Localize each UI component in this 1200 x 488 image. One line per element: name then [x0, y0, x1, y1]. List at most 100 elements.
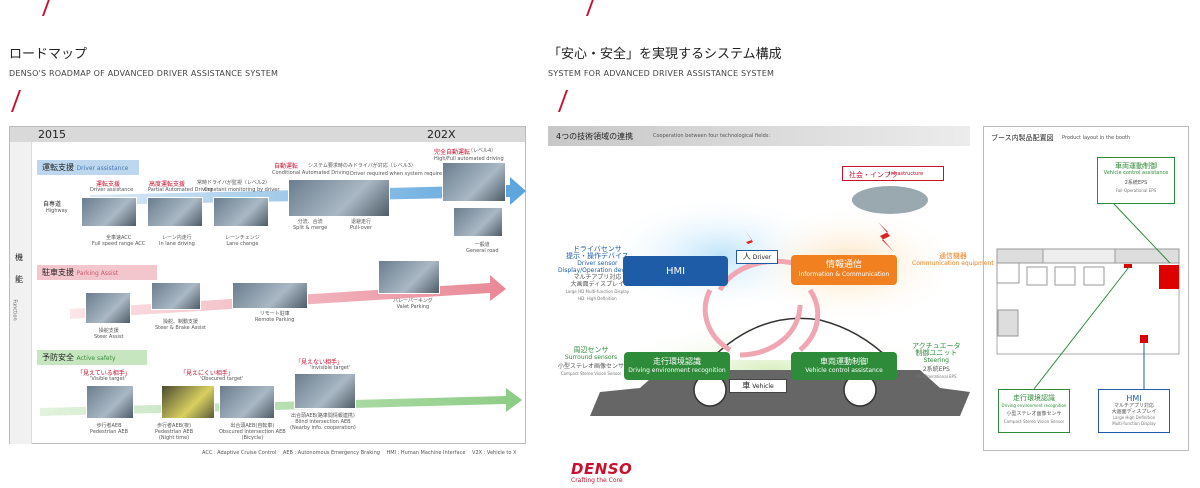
function-label-en: Function [11, 299, 18, 321]
highway-label: 自専道 [43, 201, 62, 208]
scene-image [161, 385, 215, 419]
level-cad-note-en: Driver required when system requires [350, 171, 445, 177]
section-jp: 予防安全 [42, 353, 74, 362]
scene-image [147, 197, 203, 227]
accent-slash [41, 0, 53, 16]
booth-title-en: Product layout in the booth [1062, 135, 1131, 141]
system-subtitle: SYSTEM FOR ADVANCED DRIVER ASSISTANCE SY… [548, 69, 775, 78]
level-cad-note: システム要求時のみドライバが対応（レベル3） [308, 163, 416, 169]
section-active-safety: 予防安全 Active safety [37, 350, 147, 365]
cooperation-en: Cooperation between four technological f… [653, 133, 771, 139]
scene-image [151, 282, 201, 310]
target-obscured: 「見えにくい相手」 [180, 370, 234, 377]
function-sidebar: 機能 Function [10, 142, 32, 444]
level-pad-jp: 高度運転支援 [149, 181, 186, 188]
target-invisible-en: 'Invisible target' [310, 365, 351, 371]
as-item: 出合頭AEB(路車間情報連携)Blind intersection AEB(Ne… [290, 413, 356, 431]
section-en: Active safety [76, 355, 116, 362]
section-jp: 運転支援 [42, 163, 74, 172]
scene-image [86, 385, 134, 419]
year-end: 202X [427, 128, 456, 141]
infra-en: Infrastructure [889, 171, 924, 177]
target-visible: 「見えている相手」 [77, 370, 131, 377]
level-full-en: High/Full automated driving [434, 156, 504, 162]
scene-image [442, 162, 506, 202]
active-safety-arrow [40, 388, 522, 416]
scene-image [288, 179, 390, 217]
level-pad-note: 常時ドライバが監視（レベル2） [197, 180, 271, 186]
booth-env-recognition: 走行環境認識 Driving environment recognition 小… [998, 389, 1070, 433]
cooperation-bar: 4つの技術領域の連携 Cooperation between four tech… [548, 126, 970, 146]
hmi-box: HMI [623, 256, 728, 286]
scene-image [213, 197, 269, 227]
brand-tagline: Crafting the Core [571, 477, 623, 484]
timeline-header: 2015 202X [10, 127, 525, 142]
section-driver-assistance: 運転支援 Driver assistance [37, 160, 139, 175]
scene-image [453, 207, 503, 237]
level-pad-en: Partial Automated Driving [148, 187, 213, 193]
scene-image [378, 260, 440, 294]
level-cad-jp: 自動運転 [274, 163, 299, 170]
level-full-note: （レベル4） [468, 148, 497, 154]
roadmap-subtitle: DENSO'S ROADMAP OF ADVANCED DRIVER ASSIS… [9, 69, 279, 78]
vehicle-box: 車 Vehicle [729, 379, 787, 393]
scene-image [294, 373, 356, 409]
hmi-label: HMI [665, 265, 686, 277]
footnote: ACC : Adaptive Cruise Control AEB : Auto… [202, 450, 517, 456]
level-da-en: Driver assistance [90, 187, 134, 193]
level-cad-en: Conditional Automated Driving [272, 170, 350, 176]
roadmap-title: ロードマップ [9, 47, 88, 62]
system-title: 「安心・安全」を実現するシステム構成 [548, 47, 782, 62]
target-obscured-en: 'Obscured target' [200, 376, 244, 382]
booth-hmi: HMI マルチアプリ対応 大画面ディスプレイ Large High Defini… [1098, 389, 1170, 433]
level-pad-note-en: Constant monitoring by driver [204, 187, 280, 193]
as-item: 出合頭AEB(自転車)Obscured intersection AEB(Bic… [219, 423, 286, 441]
accent-slash [585, 0, 597, 16]
level-full-jp: 完全自動運転 [434, 149, 471, 156]
highway-label-en: Highway [46, 208, 68, 214]
scene-image [219, 385, 275, 419]
section-en: Driver assistance [76, 165, 129, 172]
booth-layout-panel: ブース内製品配置図 Product layout in the booth 車両… [983, 126, 1189, 451]
scene-image [81, 197, 137, 227]
roadmap-panel: 2015 202X 機能 Function 運転支援 Driver assist… [9, 126, 526, 444]
infrastructure-box: 社会・インフラ Infrastructure [842, 166, 944, 181]
driver-box: 人 Driver [736, 250, 778, 264]
scene-image [85, 292, 131, 324]
accent-slash [557, 90, 569, 112]
section-en: Parking Assist [76, 270, 119, 277]
target-visible-en: 'Visible target' [90, 376, 126, 382]
booth-vehicle-control: 車両運動制御 Vehicle control assistance 2系統EPS… [1097, 157, 1175, 204]
booth-title: ブース内製品配置図 [991, 134, 1054, 142]
target-invisible: 「見えない相手」 [295, 359, 344, 366]
booth-floorplan [996, 203, 1180, 390]
infra-jp: 社会・インフラ [849, 171, 898, 179]
scene-image [232, 282, 308, 309]
cooperation-jp: 4つの技術領域の連携 [556, 132, 634, 141]
denso-logo: DENSO [571, 460, 633, 478]
function-label-jp: 機能 [15, 253, 23, 284]
as-item: 歩行者AEB(夜)Pedestrian AEB(Night time) [155, 423, 194, 441]
section-jp: 駐車支援 [42, 268, 74, 277]
year-start: 2015 [38, 128, 66, 141]
accent-slash [10, 90, 22, 112]
section-parking-assist: 駐車支援 Parking Assist [37, 265, 157, 280]
